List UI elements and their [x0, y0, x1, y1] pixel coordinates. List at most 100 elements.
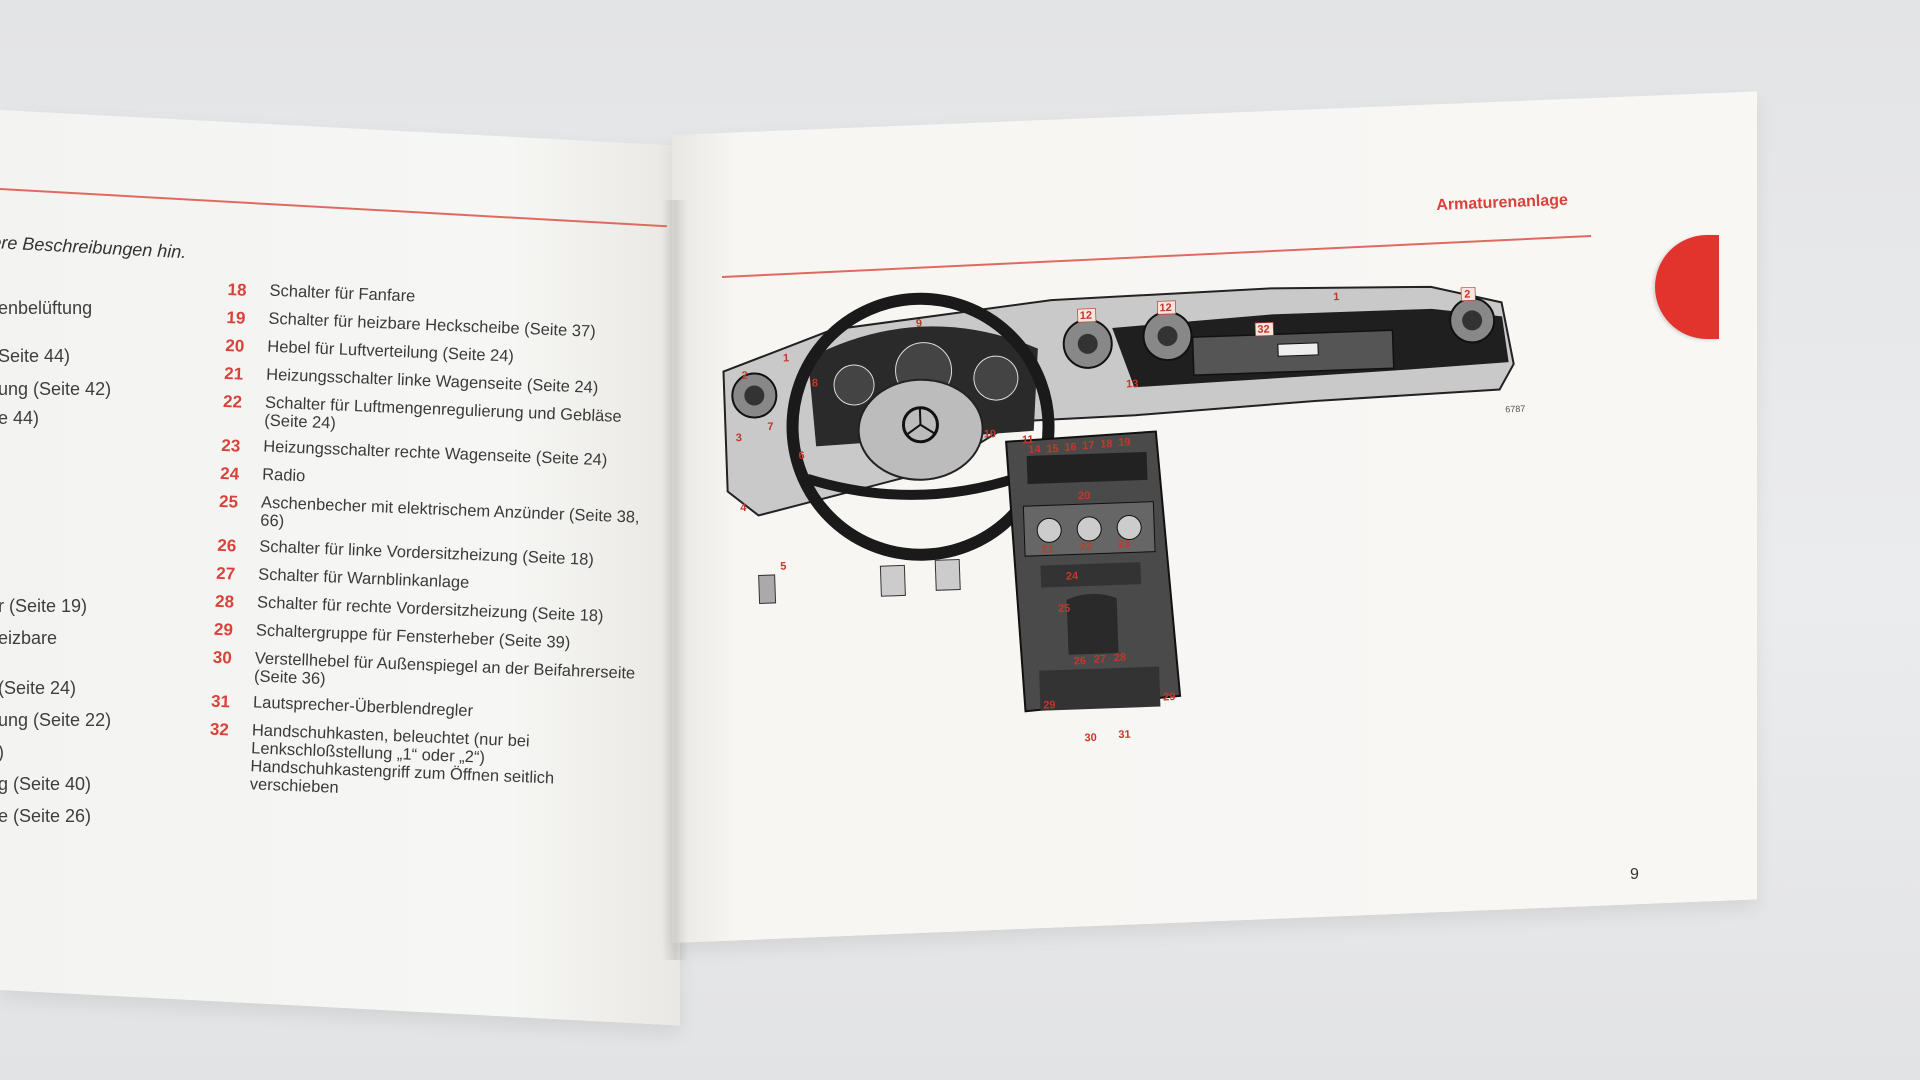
diagram-labels: 1 2 1 2 3 4 5 6 7 8 9 10 11 12 12 13 14 [736, 286, 1525, 744]
item-number: 24 [219, 463, 240, 484]
steering-hub [857, 378, 984, 481]
item-number: 25 [218, 491, 239, 512]
ref-label: 17 [1082, 440, 1095, 452]
heater-knob-center-icon [1076, 516, 1102, 542]
ref-label: 7 [767, 421, 774, 433]
gear-shifter [1066, 593, 1119, 655]
ref-label: 18 [1100, 438, 1113, 450]
ref-box [1460, 286, 1476, 302]
legend-item: 30 Verstellhebel für Außenspiegel an der … [212, 648, 643, 701]
ref-label: 12 [1080, 310, 1093, 322]
ref-label: 9 [916, 318, 923, 330]
pedal [934, 558, 961, 591]
item-number: 31 [210, 691, 231, 712]
legend-item: 25 Aschenbecher mit elektrischem Anzünder… [218, 492, 649, 545]
dashboard-diagram: 1 2 1 2 3 4 5 6 7 8 9 10 11 12 12 13 14 [710, 241, 1628, 812]
legend-item: 32 Handschuhkasten, beleuchtet (nur bei L… [207, 720, 640, 809]
ref-label: 22 [1080, 541, 1093, 553]
star-spoke [918, 407, 922, 425]
steering-wheel-rim [786, 292, 1055, 561]
ref-label: 28 [1114, 652, 1127, 664]
air-vent-left-core [744, 385, 765, 406]
console-switch-group [1039, 666, 1161, 711]
ref-label: 29 [1163, 691, 1176, 703]
glovebox-handle [1277, 342, 1319, 357]
cut-fragment: e 44) [0, 408, 40, 428]
air-vent-center-right-core [1157, 326, 1178, 347]
item-number: 18 [227, 280, 247, 300]
gauge-left-icon [833, 364, 875, 406]
ref-label: 12 [1159, 302, 1172, 314]
ref-label: 16 [1064, 441, 1077, 453]
item-number: 30 [212, 647, 233, 668]
ref-label: 15 [1046, 443, 1059, 455]
ref-label: 30 [1084, 732, 1097, 744]
tachometer-icon [973, 355, 1019, 401]
parking-brake-pedal [758, 574, 777, 604]
ref-label: 21 [1042, 543, 1055, 555]
item-text: Handschuhkasten, beleuchtet (nur bei Len… [249, 721, 555, 797]
item-number: 23 [220, 435, 241, 456]
ref-label: 8 [812, 377, 819, 389]
star-spoke [919, 423, 937, 436]
ref-label: 1 [1333, 291, 1340, 303]
cut-fragment: ung (Seite 42) [0, 379, 112, 399]
heater-knob-right-icon [1116, 515, 1142, 541]
radio-unit [1040, 562, 1142, 588]
item-text: Verstellhebel für Außenspiegel an der Be… [253, 649, 636, 689]
ref-label: 31 [1118, 729, 1131, 741]
book-gutter [662, 200, 688, 960]
item-number: 22 [222, 391, 243, 412]
ref-label: 23 [1118, 539, 1131, 551]
ref-label: 6 [798, 450, 805, 462]
cut-fragment: r (Seite 19) [0, 596, 88, 616]
item-number: 26 [216, 535, 237, 556]
item-number: 29 [213, 619, 234, 640]
item-number: 32 [209, 719, 230, 740]
ref-label: 20 [1078, 490, 1091, 502]
item-text: Aschenbecher mit elektrischem Anzünder (… [260, 493, 640, 531]
ref-label: 26 [1074, 655, 1087, 667]
legend-item: 22 Schalter für Luftmengenregulierung und… [222, 392, 653, 445]
cut-fragment: Seite 44) [0, 346, 71, 366]
ref-box [1077, 308, 1097, 323]
switch-row [1026, 451, 1148, 485]
star-spoke [905, 423, 922, 437]
ref-label: 29 [1043, 699, 1056, 711]
ref-label: 13 [1126, 378, 1139, 390]
ref-label: 27 [1094, 653, 1107, 665]
ref-label: 11 [1022, 434, 1034, 446]
item-text: Schalter für Luftmengenregulierung und G… [264, 393, 622, 433]
ref-label: 5 [780, 561, 787, 573]
ref-box [1156, 300, 1177, 315]
item-number: 20 [224, 335, 245, 356]
ref-label: 14 [1028, 444, 1042, 456]
ref-label: 4 [740, 502, 747, 514]
cut-fragment: (Seite 24) [0, 678, 77, 698]
dashboard-illustration: 1 2 1 2 3 4 5 6 7 8 9 10 11 12 12 13 14 [722, 285, 1525, 744]
air-vent-center-left-core [1077, 333, 1098, 354]
cut-fragment: ) [0, 742, 4, 763]
item-number: 28 [214, 591, 235, 612]
item-number: 27 [215, 563, 236, 584]
ref-label: 2 [1464, 288, 1471, 300]
ref-label: 2 [741, 370, 748, 382]
item-number: 21 [223, 363, 244, 384]
ref-label: 32 [1257, 324, 1270, 336]
mercedes-star-icon [901, 406, 939, 444]
ref-label: 24 [1066, 570, 1080, 582]
ref-label: 3 [736, 432, 743, 444]
page-number: 9 [1630, 866, 1639, 883]
cut-fragment: enbelüftung [0, 298, 93, 318]
ref-label: 10 [984, 428, 997, 440]
ref-label: 1 [783, 352, 790, 364]
ref-box [1254, 322, 1274, 337]
figure-code: 6787 [1505, 404, 1525, 415]
ref-label: 25 [1058, 603, 1071, 615]
item-number: 19 [226, 307, 246, 328]
cut-fragment: g (Seite 40) [0, 774, 92, 794]
ref-label: 19 [1118, 436, 1131, 448]
cut-fragment: e (Seite 26) [0, 806, 92, 826]
